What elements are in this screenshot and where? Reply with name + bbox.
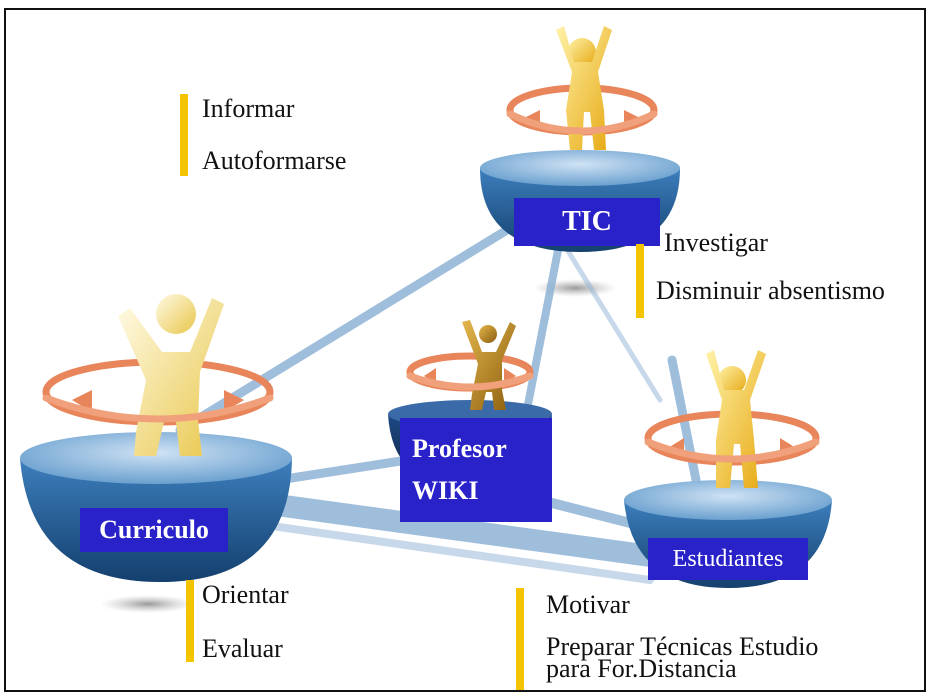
estudiantes-label: Estudiantes (648, 538, 808, 580)
note-evaluar: Evaluar (202, 634, 283, 663)
note-orientar: Orientar (202, 580, 289, 609)
note-para-distancia: para For.Distancia (546, 654, 737, 683)
note-motivar: Motivar (546, 590, 630, 619)
top-left-note-bar (180, 94, 188, 176)
tic-figure-icon (556, 26, 612, 150)
tic-note-bar (636, 244, 644, 318)
wiki-label: WIKI (412, 476, 479, 505)
note-informar: Informar (202, 94, 295, 123)
curriculo-shadow (100, 595, 196, 613)
diagram-frame (4, 8, 926, 692)
estudiantes-note-bar (516, 588, 524, 690)
tic-label: TIC (514, 198, 660, 246)
curriculo-figure-icon (118, 294, 224, 456)
curriculo-label: Curriculo (80, 508, 228, 552)
note-disminuir-absentismo: Disminuir absentismo (656, 276, 885, 305)
connector-lines (175, 217, 705, 584)
note-autoformarse: Autoformarse (202, 146, 347, 175)
curriculo-note-bar (186, 580, 194, 662)
rotation-arrows-front (42, 110, 820, 463)
profesor-figure-icon (462, 320, 516, 410)
estudiantes-figure-icon (706, 350, 766, 488)
note-preparar-tecnicas: Preparar Técnicas Estudio (546, 632, 819, 661)
profesor-wiki-label: Profesor WIKI (400, 418, 552, 522)
note-investigar: Investigar (664, 228, 768, 257)
profesor-label: Profesor (412, 434, 507, 463)
